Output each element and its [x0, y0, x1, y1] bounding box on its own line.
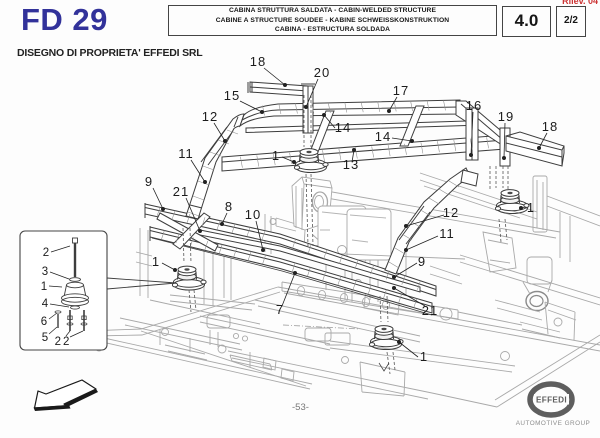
svg-text:17: 17: [393, 83, 409, 98]
svg-text:7: 7: [276, 302, 284, 317]
svg-text:20: 20: [314, 65, 330, 80]
svg-text:12: 12: [202, 109, 218, 124]
svg-text:1: 1: [152, 254, 160, 269]
svg-text:1: 1: [420, 349, 428, 364]
svg-text:EFFEDI: EFFEDI: [536, 395, 567, 404]
svg-text:15: 15: [224, 88, 240, 103]
svg-text:1: 1: [41, 281, 47, 293]
svg-text:5: 5: [42, 332, 48, 344]
svg-text:3: 3: [42, 266, 48, 278]
svg-text:1: 1: [527, 200, 535, 215]
svg-text:4: 4: [42, 298, 49, 310]
svg-text:18: 18: [542, 119, 558, 134]
svg-text:11: 11: [178, 146, 194, 161]
svg-text:6: 6: [41, 316, 47, 328]
svg-text:12: 12: [443, 205, 459, 220]
svg-text:22: 22: [55, 336, 72, 348]
svg-text:1: 1: [272, 148, 280, 163]
svg-text:19: 19: [498, 109, 514, 124]
svg-text:10: 10: [245, 207, 261, 222]
svg-text:9: 9: [145, 174, 153, 189]
svg-text:18: 18: [250, 54, 266, 69]
svg-text:21: 21: [422, 303, 438, 318]
svg-text:21: 21: [173, 184, 189, 199]
svg-text:13: 13: [343, 157, 359, 172]
svg-text:16: 16: [466, 98, 482, 113]
svg-text:8: 8: [225, 199, 233, 214]
svg-text:9: 9: [418, 254, 426, 269]
svg-text:11: 11: [439, 226, 455, 241]
svg-text:14: 14: [335, 120, 351, 135]
svg-text:14: 14: [375, 129, 391, 144]
svg-text:2: 2: [43, 247, 49, 259]
